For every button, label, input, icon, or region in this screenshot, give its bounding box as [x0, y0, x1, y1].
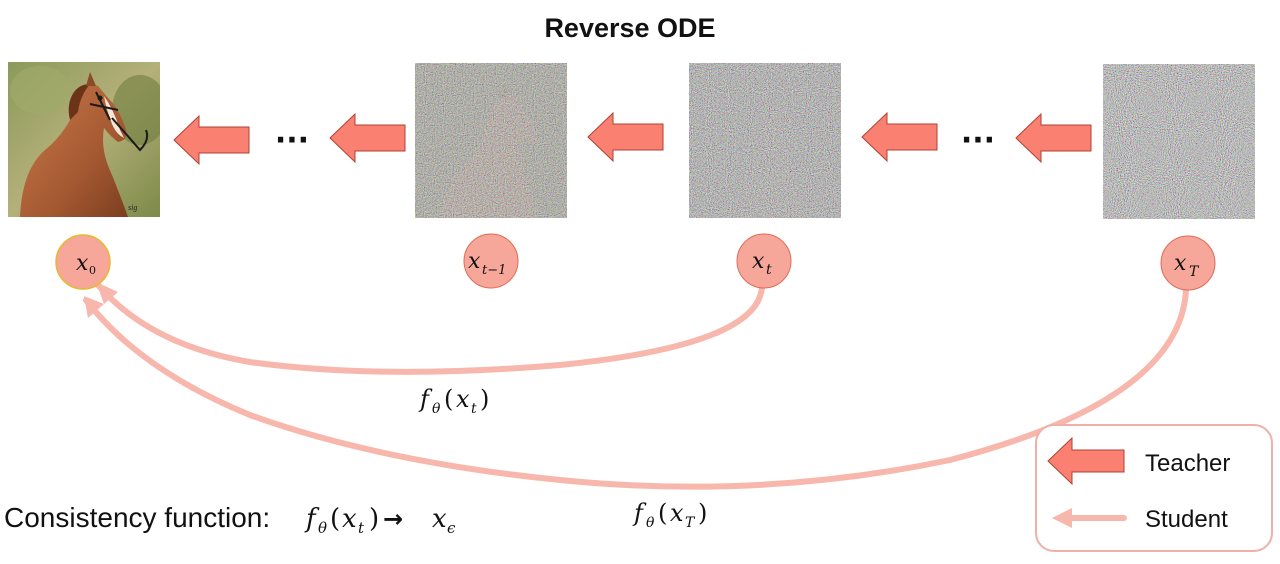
- node-xT-base: x: [1174, 251, 1187, 276]
- node-xt-minus-1: x t−1: [463, 233, 519, 289]
- consistency-eps-sub: ϵ: [447, 519, 456, 537]
- node-x0-sub: 0: [89, 264, 96, 277]
- label-fxT-theta: θ: [646, 515, 655, 531]
- consistency-arrow-icon: →: [383, 505, 403, 533]
- legend: Teacher Student: [1035, 424, 1273, 552]
- teacher-arrow-5-icon: [1015, 112, 1092, 164]
- teacher-arrow-4-icon: [861, 111, 938, 163]
- node-x0-base: x: [76, 251, 89, 276]
- teacher-arrow-3-icon: [587, 111, 664, 163]
- label-fxt-f: f: [418, 385, 433, 413]
- consistency-sub: t: [358, 519, 365, 537]
- diagram-title: Reverse ODE: [544, 13, 715, 43]
- noisy-horse-image: [415, 63, 567, 218]
- very-noisy-image: [689, 63, 841, 218]
- consistency-close: ): [369, 504, 379, 534]
- label-fxt-x: x: [456, 385, 470, 413]
- node-xT: x T: [1160, 235, 1216, 291]
- node-xt-minus-1-base: x: [468, 249, 481, 274]
- label-fxT-open: (: [658, 499, 667, 527]
- legend-teacher-label: Teacher: [1145, 450, 1230, 477]
- node-xT-sub: T: [1189, 264, 1200, 280]
- label-fxT-close: ): [698, 499, 707, 527]
- student-arrow-from-xT: [83, 287, 1189, 490]
- teacher-arrow-1-icon: [173, 114, 250, 166]
- label-fxt-sub: t: [471, 401, 477, 417]
- consistency-open: (: [330, 504, 340, 534]
- node-xt-minus-1-sub: t−1: [482, 263, 506, 278]
- label-fxt-theta: θ: [432, 401, 441, 417]
- node-xt-sub: t: [766, 262, 772, 278]
- label-fxT-x: x: [670, 499, 684, 527]
- teacher-arrow-2-icon: [329, 112, 406, 164]
- consistency-theta: θ: [318, 519, 327, 537]
- consistency-x-eps: x: [432, 504, 447, 534]
- student-arrowhead-2: [84, 296, 104, 318]
- consistency-function-caption: Consistency function: f θ ( x t ) → x ϵ: [4, 502, 456, 537]
- legend-student-label: Student: [1145, 506, 1228, 533]
- label-fxt-open: (: [444, 385, 453, 413]
- label-f-theta-xt: f θ ( x t ): [418, 385, 489, 417]
- consistency-x: x: [342, 504, 357, 534]
- consistency-prefix: Consistency function:: [4, 502, 270, 533]
- node-xt: x t: [736, 233, 792, 289]
- legend-teacher-arrow-icon: [1047, 436, 1125, 486]
- label-f-theta-xT: f θ ( x T ): [632, 499, 707, 531]
- node-x0: x 0: [55, 234, 111, 290]
- student-arrow-from-xt: [95, 282, 765, 375]
- label-fxT-f: f: [632, 499, 647, 527]
- student-arrowhead-1: [96, 282, 118, 304]
- label-fxt-close: ): [480, 385, 489, 413]
- node-xt-base: x: [752, 249, 765, 274]
- svg-text:sig: sig: [128, 203, 137, 212]
- legend-student-arrowhead-icon: [1052, 508, 1072, 528]
- label-fxT-sub: T: [685, 515, 696, 531]
- clean-horse-image: sig: [8, 62, 160, 217]
- pure-noise-image: [1103, 64, 1255, 219]
- ellipsis-dots-right: ···: [961, 123, 995, 158]
- ellipsis-dots-left: ···: [275, 123, 309, 158]
